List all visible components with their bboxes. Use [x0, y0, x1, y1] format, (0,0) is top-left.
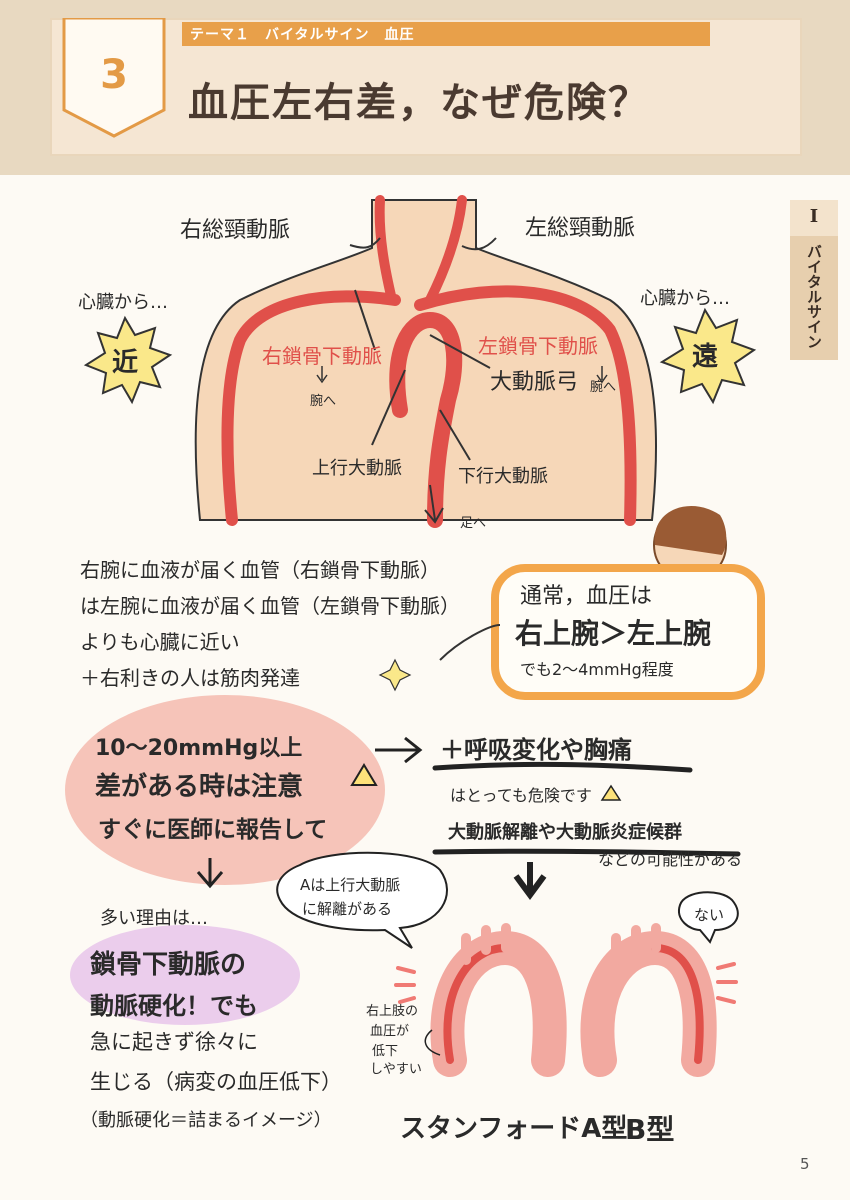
- label-from-heart-right: 心臓から…: [640, 288, 730, 309]
- theme-label: テーマ１ バイタルサイン 血圧: [190, 27, 415, 43]
- speech-b-text: ない: [694, 906, 725, 924]
- note-line-2: 血圧が: [370, 1024, 410, 1039]
- reason-glow: [70, 925, 300, 1025]
- left-carotid-artery: [425, 195, 467, 305]
- label-near: 近: [112, 348, 139, 378]
- label-far: 遠: [692, 342, 719, 372]
- reason-intro: 多い理由は…: [100, 908, 208, 929]
- label-aortic-arch: 大動脈弓: [490, 370, 579, 395]
- warning-triangle: [350, 763, 378, 786]
- note-line-3: 低下: [372, 1044, 399, 1059]
- speech-a-line-1: Aは上行大動脈: [300, 876, 401, 894]
- reason-line-3: 急に起きず徐々に: [90, 1030, 258, 1054]
- speech-bubble-b: [678, 891, 739, 944]
- danger-symptom: ＋呼吸変化や胸痛: [440, 736, 632, 764]
- aorta: [389, 311, 463, 528]
- far-burst: [659, 307, 757, 405]
- stanford-a-aorta: [430, 930, 567, 1077]
- reason-line-1: 鎖骨下動脈の: [90, 950, 247, 980]
- section-tab-roman: I: [790, 200, 838, 236]
- near-burst: [83, 315, 173, 405]
- danger-very-dangerous: はとっても危険です: [450, 786, 592, 805]
- note-line-1: 右上肢の: [366, 1004, 419, 1019]
- left-subclavian-artery: [414, 285, 637, 526]
- stanford-type-b: B型: [625, 1113, 675, 1146]
- warning-glow: [65, 695, 385, 885]
- label-left-subclavian: 左鎖骨下動脈: [478, 334, 598, 358]
- danger-possibility-1: 大動脈解離や大動脈炎症候群: [448, 822, 682, 843]
- reason-line-5: （動脈硬化＝詰まるイメージ）: [80, 1110, 332, 1131]
- normal-bubble-line-2: 右上腕＞左上腕: [515, 617, 712, 650]
- label-to-arm-right: 腕へ: [310, 394, 337, 409]
- section-tab-label: バイタルサイン: [805, 244, 823, 349]
- label-from-heart-left: 心臓から…: [78, 292, 168, 313]
- label-to-legs: 足へ: [460, 516, 487, 531]
- page-number: 5: [800, 1155, 810, 1173]
- explanation-line-2: は左腕に血液が届く血管（左鎖骨下動脈）: [80, 594, 460, 618]
- speech-bubble-a: [276, 851, 448, 949]
- label-right-carotid: 右総頸動脈: [180, 218, 291, 243]
- explanation-line-4: ＋右利きの人は筋肉発達: [80, 666, 300, 690]
- right-subclavian-artery: [221, 290, 401, 526]
- danger-possibility-2: などの可能性がある: [598, 850, 743, 869]
- normal-bubble-line-1: 通常，血圧は: [520, 584, 653, 609]
- label-ascending-aorta: 上行大動脈: [312, 458, 402, 479]
- label-left-carotid: 左総頸動脈: [525, 216, 636, 241]
- stanford-type-a: スタンフォードA型: [400, 1114, 628, 1144]
- normal-bubble-line-3: でも2～4mmHg程度: [520, 660, 674, 679]
- right-carotid-artery: [374, 195, 397, 305]
- explanation-line-3: よりも心臓に近い: [80, 630, 240, 654]
- explanation-line-1: 右腕に血液が届く血管（右鎖骨下動脈）: [80, 558, 440, 582]
- reason-line-2: 動脈硬化！でも: [90, 992, 258, 1020]
- chapter-number: 3: [100, 52, 128, 98]
- warning-line-1: 10～20mmHg以上: [95, 736, 303, 761]
- label-to-arm-left: 腕へ: [590, 380, 617, 395]
- reason-line-4: 生じる（病変の血圧低下）: [90, 1070, 342, 1094]
- label-right-subclavian: 右鎖骨下動脈: [262, 344, 382, 368]
- torso-skin: [194, 199, 657, 521]
- warning-line-2: 差がある時は注意: [95, 772, 304, 802]
- normal-bubble-frame: [491, 564, 765, 700]
- label-descending-aorta: 下行大動脈: [458, 466, 548, 487]
- warning-line-3: すぐに医師に報告して: [98, 817, 328, 843]
- theme-bar: [182, 22, 710, 46]
- speech-a-line-2: に解離がある: [302, 900, 393, 918]
- note-line-4: しやすい: [370, 1062, 422, 1077]
- chapter-badge: [62, 18, 166, 138]
- page-title: 血圧左右差，なぜ危険？: [188, 80, 650, 126]
